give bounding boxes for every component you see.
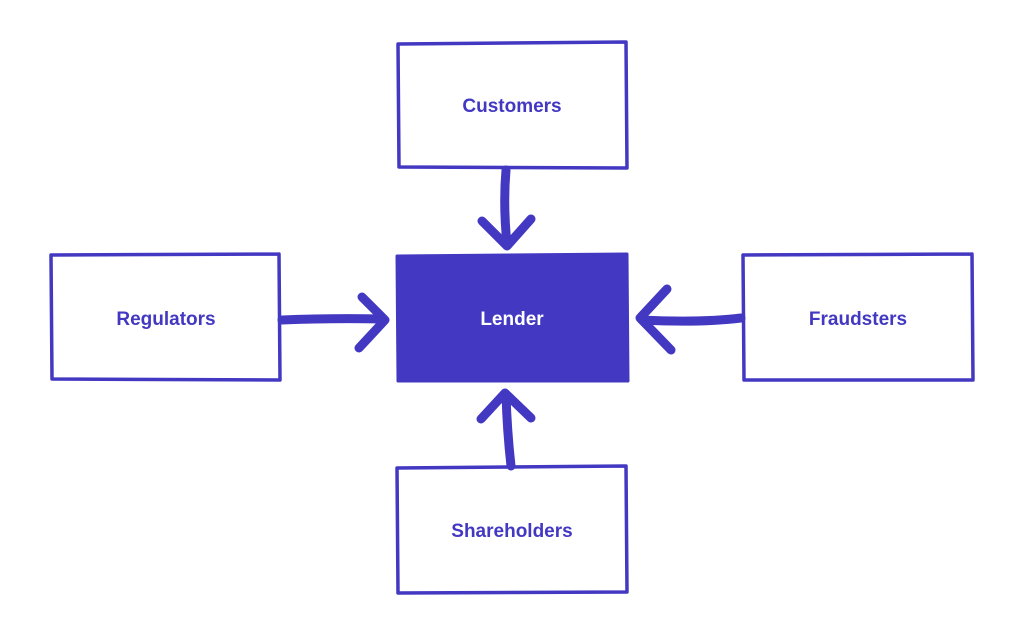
node-lender-label: Lender (480, 309, 544, 330)
arrow-fraudsters-to-lender (635, 284, 746, 355)
arrow-shareholders-to-lender (476, 388, 536, 471)
node-lender-box (395, 252, 630, 383)
node-regulators: Regulators (49, 252, 282, 382)
node-fraudsters: Fraudsters (741, 252, 975, 382)
node-shareholders: Shareholders (395, 464, 629, 595)
node-regulators-label: Regulators (116, 309, 215, 330)
node-customers: Customers (396, 40, 629, 170)
arrow-customers-to-lender (477, 165, 536, 251)
node-shareholders-label: Shareholders (451, 521, 572, 542)
node-fraudsters-box (741, 252, 975, 382)
node-fraudsters-label: Fraudsters (809, 309, 907, 330)
node-customers-box (396, 40, 629, 170)
node-lender: Lender (395, 252, 630, 383)
arrow-regulators-to-lender (277, 292, 390, 353)
node-customers-label: Customers (462, 96, 561, 117)
